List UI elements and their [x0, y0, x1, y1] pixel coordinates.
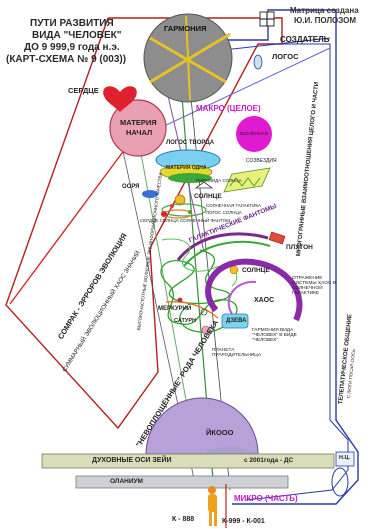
header-title-line4: (КАРТ-СХЕМА № 9 (003)) [6, 54, 126, 65]
label-khaos: ХАОС [254, 297, 274, 304]
header-title-line3: ДО 9 999,9 года н.э. [24, 42, 120, 53]
label-materiya-2: НАЧАЛ [126, 128, 152, 137]
label-merkuriy: МЕРКУРИЙ [158, 306, 191, 312]
label-solntse: СОЛНЦЕ [194, 193, 222, 200]
label-piramida-solntsa: ПИРАМИДА СОЛНЦА [196, 178, 242, 183]
label-saturn: САТУРН [174, 318, 196, 324]
label-logos: ЛОГОС [272, 52, 299, 61]
label-k888: К - 888 [172, 516, 194, 523]
label-solnechnaya-galaktika: СОЛНЕЧНАЯ ГАЛАКТИКА [206, 203, 261, 208]
green-scribble-2 [162, 239, 237, 286]
label-s-2001: с 2001года - ДС [244, 457, 293, 464]
label-yikoo: ЙКООО [206, 428, 233, 437]
label-solnechny-fantom: СОЛНЕЧНЫЙ ФАНТОМ [180, 218, 230, 223]
cross-icon [260, 12, 274, 26]
label-k999: К-999 - К-001 [222, 518, 265, 525]
label-sozdatel: СОЗДАТЕЛЬ [280, 35, 329, 44]
red-left-line [10, 145, 128, 304]
human-figure-icon [208, 486, 217, 526]
label-planum: ОЛАНИУМ [110, 478, 143, 485]
label-otrazhenie: ОТРАЖЕНИЕ СИСТЕМЫ ХАОС В СОЛНЕЧНОЙ ГАЛАК… [292, 276, 336, 296]
label-mikro: МИКРО (ЧАСТЬ) [234, 494, 298, 503]
pluton-rect [269, 232, 285, 244]
header-title-line1: ПУТИ РАЗВИТИЯ [30, 18, 114, 29]
solar-dot-1 [170, 204, 174, 208]
label-garmoniya: ГАРМОНИЯ [164, 24, 206, 33]
serdtse-solntsa [161, 211, 167, 217]
label-oorya: ООРЯ [122, 184, 140, 190]
khaos-arc-inner [229, 282, 256, 314]
label-planeta: ПЛАНЕТА ПРАРОДИТЕЛЬНИЦА [212, 348, 262, 358]
label-serdtse: СЕРДЦЕ [68, 86, 99, 95]
label-logos-solntsa: ЛОГОС СОЛНЦА [206, 210, 242, 215]
label-materiya-1: МАТЕРИЯ [120, 118, 157, 127]
label-solntse-2: СОЛНЦЕ [242, 267, 270, 274]
label-garmoniya-vida: ГАРМОНИЯ ВИДА "ЧЕЛОВЕК" В ВИДЕ "ЧЕЛОВЕК" [252, 328, 308, 343]
label-serdtse-solntsa: СЕРДЦЕ СОЛНЦА [140, 218, 179, 223]
planum-bar [76, 476, 288, 488]
label-materiya-odna: МАТЕРИЯ ОДНА [166, 165, 206, 171]
mercury-dot [178, 298, 183, 303]
label-logos-tvortsa: ЛОГОС ТВОРЦА [166, 140, 214, 146]
label-nts: Н.Ц. [339, 455, 350, 461]
label-dzeva: ДЗЕВА [226, 318, 246, 324]
credit-line2: Ю.И. ПОЛОЗОМ [294, 16, 356, 25]
solntse-small-circle [230, 266, 238, 274]
credit-line1: Матрица создана [290, 6, 359, 15]
header-title-line2: ВИДА "ЧЕЛОВЕК" [32, 30, 122, 41]
logos-ellipse [254, 55, 262, 69]
solar-dot-2 [188, 210, 192, 214]
label-sozvezdiya: СОЗВЕЗДИЯ [246, 158, 277, 164]
label-dukhovnye: ДУХОВНЫЕ ОСИ ЗЕЙИ [92, 457, 172, 464]
label-vselennaya: ВСЕЛЕННАЯ [240, 131, 268, 136]
label-makro: МАКРО (ЦЕЛОЕ) [196, 104, 261, 113]
nts-oval [332, 468, 348, 496]
